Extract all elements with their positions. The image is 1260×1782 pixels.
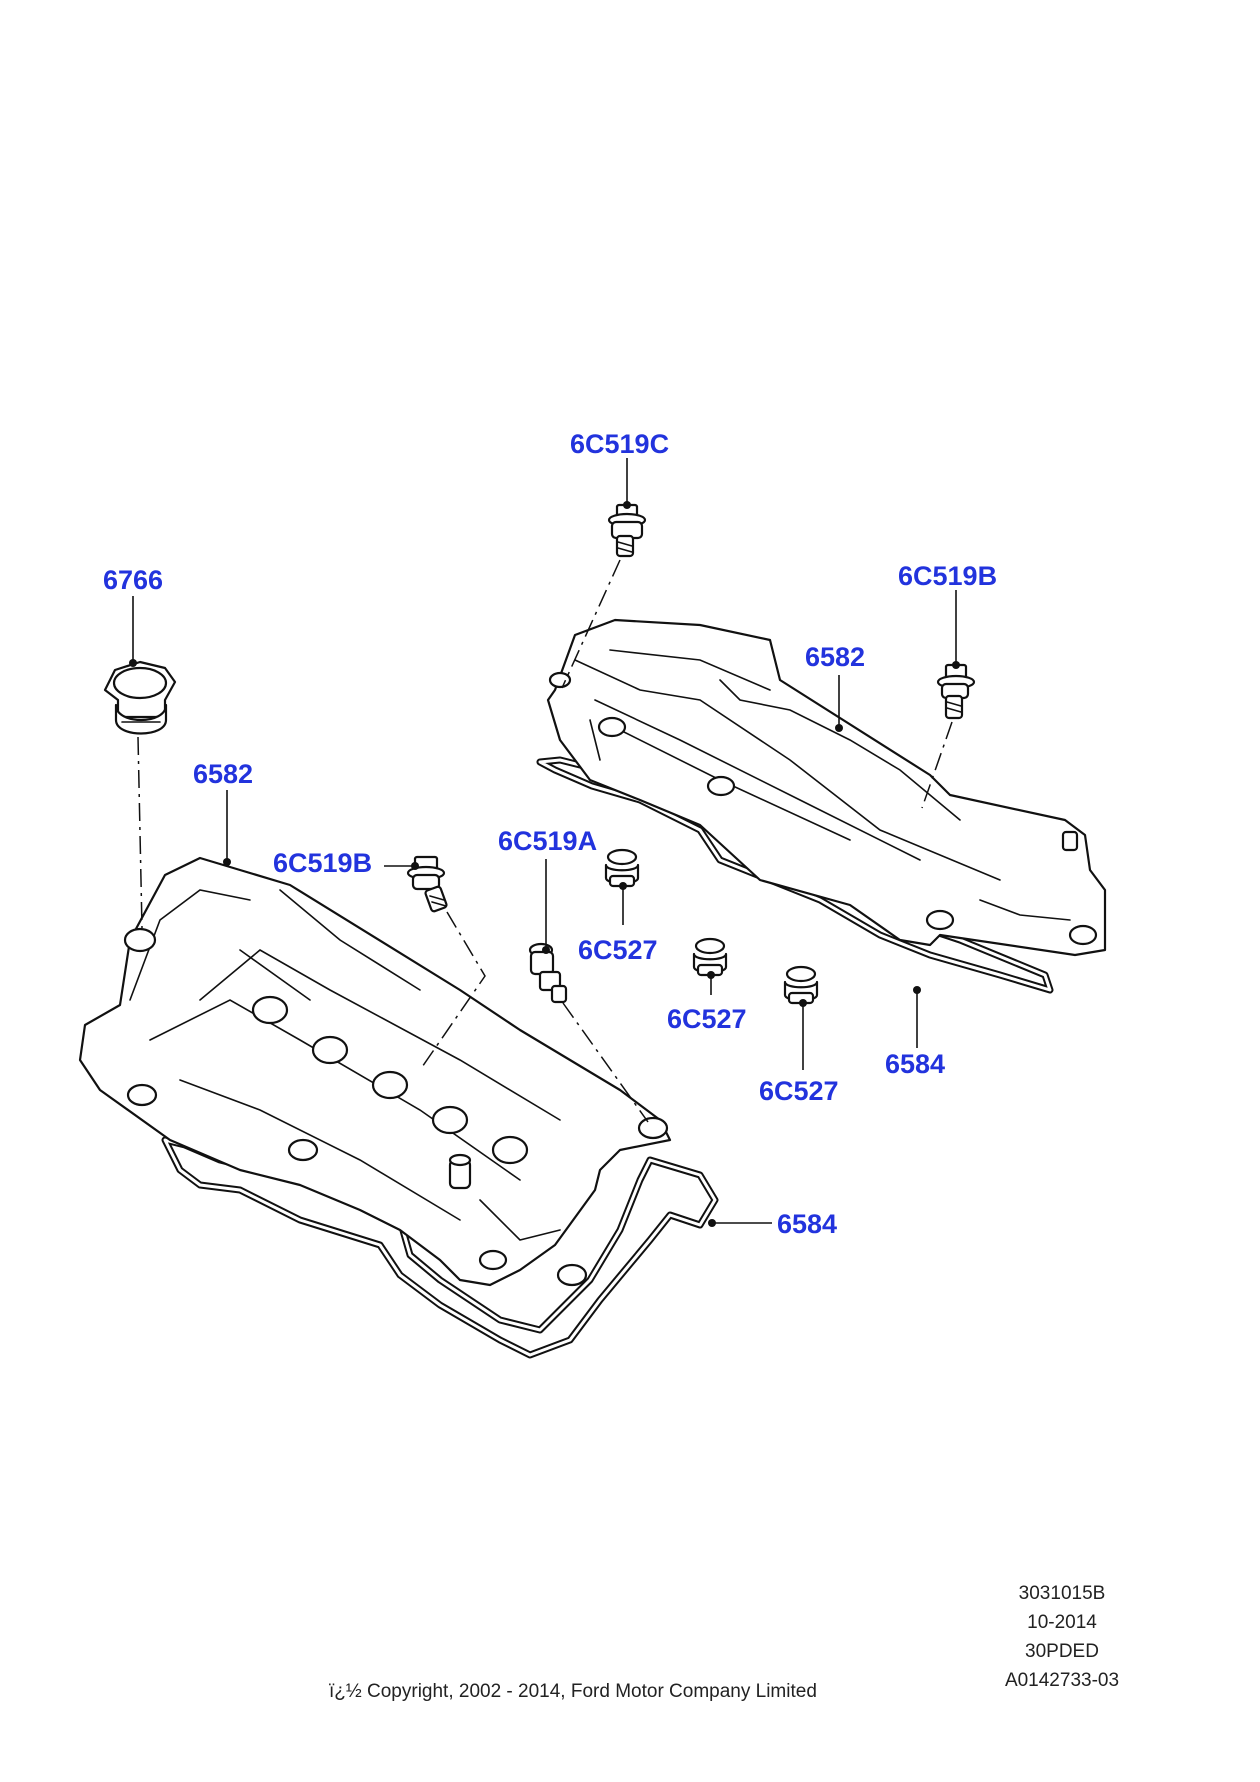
ref-line-4: A0142733-03 [1005, 1670, 1119, 1691]
callout-6c519a: 6C519A [498, 826, 597, 856]
callout-6c519c: 6C519C [570, 429, 669, 459]
leader-dot [223, 858, 231, 866]
callout-6c519b-right: 6C519B [898, 561, 997, 591]
ref-line-3: 30PDED [1025, 1641, 1099, 1662]
alignment-line [561, 559, 621, 689]
callout-6584-right: 6584 [885, 1049, 945, 1079]
left-cover [78, 856, 672, 1287]
alignment-line [562, 1002, 649, 1123]
callout-6584-left: 6584 [777, 1209, 837, 1239]
reference-block: 3031015B 10-2014 30PDED A0142733-03 [1005, 1583, 1119, 1691]
leader-dot [623, 501, 631, 509]
bolt-6c519b-right [936, 663, 976, 720]
callout-6c527-3: 6C527 [759, 1076, 839, 1106]
leader-dot [411, 862, 419, 870]
leader-dot [707, 971, 715, 979]
callout-6c519b-left: 6C519B [273, 848, 372, 878]
bolt-6c519c [607, 503, 647, 558]
bolt-6c519b-left [406, 855, 448, 913]
alignment-line [137, 736, 143, 929]
leader-dot [952, 661, 960, 669]
leader-dot [542, 946, 550, 954]
leader-dot [129, 659, 137, 667]
callout-6c527-2: 6C527 [667, 1004, 747, 1034]
leader-dot [835, 724, 843, 732]
grommet-1 [604, 848, 640, 888]
ref-line-1: 3031015B [1019, 1583, 1106, 1604]
leader-dot [799, 999, 807, 1007]
ref-line-2: 10-2014 [1027, 1612, 1097, 1633]
bolt-6c519a [528, 942, 568, 1004]
grommet-3 [783, 965, 819, 1005]
leader-dot [708, 1219, 716, 1227]
alignment-line [419, 911, 486, 1071]
callout-6582-left: 6582 [193, 759, 253, 789]
oil-filler-cap [103, 660, 177, 735]
callout-6766: 6766 [103, 565, 163, 595]
right-cover [546, 618, 1107, 957]
leader-dot [913, 986, 921, 994]
leader-dot [619, 882, 627, 890]
callout-6c527-1: 6C527 [578, 935, 658, 965]
alignment-line [921, 721, 953, 809]
copyright-text: ï¿½ Copyright, 2002 - 2014, Ford Motor C… [329, 1681, 817, 1702]
grommet-2 [692, 937, 728, 977]
callout-6582-right: 6582 [805, 642, 865, 672]
